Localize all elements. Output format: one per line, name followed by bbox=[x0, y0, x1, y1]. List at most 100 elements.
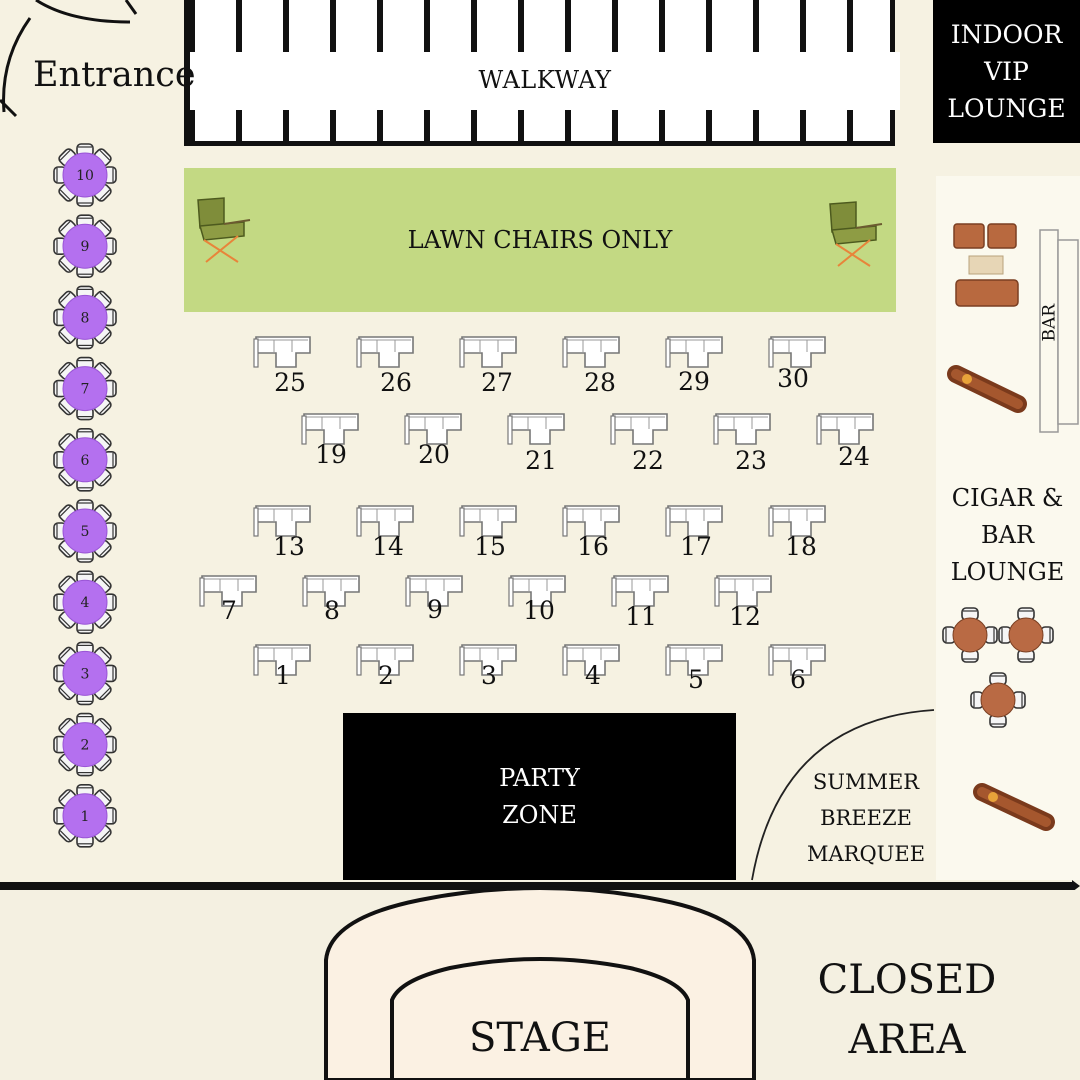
sofa-seat-21[interactable] bbox=[507, 413, 565, 445]
sofa-seat-5[interactable] bbox=[665, 644, 723, 676]
sofa-seat-number: 20 bbox=[418, 440, 450, 469]
sofa-seat-3[interactable] bbox=[459, 644, 517, 676]
sofa-seat-number: 5 bbox=[688, 665, 704, 694]
sofa-seat-number: 21 bbox=[525, 446, 557, 475]
round-table-number: 6 bbox=[81, 453, 90, 469]
sofa-icon bbox=[253, 505, 311, 537]
sofa-seat-28[interactable] bbox=[562, 336, 620, 368]
cigar-table-1[interactable] bbox=[942, 607, 998, 663]
sofa-icon bbox=[301, 413, 359, 445]
sofa-seat-16[interactable] bbox=[562, 505, 620, 537]
round-table-9[interactable]: 9 bbox=[53, 214, 117, 279]
sofa-seat-9[interactable] bbox=[405, 575, 463, 607]
marquee-line-2: BREEZE bbox=[820, 806, 912, 830]
sofa-seat-10[interactable] bbox=[508, 575, 566, 607]
sofa-icon bbox=[405, 575, 463, 607]
sofa-seat-30[interactable] bbox=[768, 336, 826, 368]
sofa-seat-number: 19 bbox=[315, 440, 347, 469]
marquee-arc bbox=[751, 709, 935, 881]
sofa-seat-number: 30 bbox=[777, 364, 809, 393]
party-zone[interactable]: PARTY ZONE bbox=[343, 713, 736, 880]
round-table-10[interactable]: 10 bbox=[53, 143, 117, 207]
sofa-seat-number: 2 bbox=[378, 661, 394, 690]
sofa-seat-24[interactable] bbox=[816, 413, 874, 445]
sofa-seat-number: 8 bbox=[324, 596, 340, 625]
indoor-vip-lounge[interactable]: INDOOR VIP LOUNGE bbox=[933, 0, 1080, 143]
sofa-seat-number: 11 bbox=[625, 602, 657, 631]
cigar-lounge-line-3: LOUNGE bbox=[950, 558, 1065, 586]
sofa-seat-7[interactable] bbox=[199, 575, 257, 607]
sofa-seat-8[interactable] bbox=[302, 575, 360, 607]
sofa-seat-25[interactable] bbox=[253, 336, 311, 368]
sofa-seat-20[interactable] bbox=[404, 413, 462, 445]
cigar-lounge-line-2: BAR bbox=[980, 521, 1035, 549]
round-table-6[interactable]: 6 bbox=[53, 427, 117, 492]
cigar-lounge-line-1: CIGAR & bbox=[951, 484, 1064, 512]
marquee-line-1: SUMMER bbox=[812, 770, 920, 794]
sofa-seat-number: 7 bbox=[221, 596, 237, 625]
sofa-seat-26[interactable] bbox=[356, 336, 414, 368]
closed-area-line-2: AREA bbox=[848, 1017, 966, 1063]
sofa-icon bbox=[665, 644, 723, 676]
sofa-icon bbox=[610, 413, 668, 445]
sofa-seat-12[interactable] bbox=[714, 575, 772, 607]
sofa-seat-27[interactable] bbox=[459, 336, 517, 368]
sofa-seats bbox=[199, 336, 874, 676]
lawn-chair-icon bbox=[197, 197, 251, 263]
sofa-seat-number: 23 bbox=[735, 446, 767, 475]
round-table-1[interactable]: 1 bbox=[53, 783, 117, 848]
sofa-seat-number: 27 bbox=[481, 368, 513, 397]
stage-label: STAGE bbox=[469, 1015, 611, 1061]
sofa-seat-14[interactable] bbox=[356, 505, 414, 537]
sofa-seat-number: 9 bbox=[427, 595, 443, 624]
sofa-seat-22[interactable] bbox=[610, 413, 668, 445]
sofa-seat-number: 15 bbox=[474, 532, 506, 561]
walkway-band bbox=[190, 52, 900, 110]
lounge-set-icon bbox=[953, 223, 1019, 307]
round-table-icon bbox=[62, 437, 108, 483]
sofa-icon bbox=[562, 644, 620, 676]
round-table-number: 8 bbox=[81, 310, 90, 326]
sofa-seat-2[interactable] bbox=[356, 644, 414, 676]
round-table-8[interactable]: 8 bbox=[53, 285, 117, 350]
cigar-table-2[interactable] bbox=[998, 607, 1054, 663]
sofa-icon bbox=[768, 644, 826, 676]
sofa-seat-13[interactable] bbox=[253, 505, 311, 537]
sofa-seat-19[interactable] bbox=[301, 413, 359, 445]
round-table-icon bbox=[62, 508, 108, 554]
sofa-seat-4[interactable] bbox=[562, 644, 620, 676]
cigar-table-3[interactable] bbox=[970, 672, 1026, 728]
closed-area-line-1: CLOSED bbox=[817, 957, 997, 1003]
sofa-seat-17[interactable] bbox=[665, 505, 723, 537]
cigar-icon bbox=[947, 365, 1027, 413]
cigar-lounge-tables bbox=[942, 607, 1054, 728]
sofa-icon bbox=[253, 644, 311, 676]
lawn-area[interactable] bbox=[184, 168, 896, 312]
round-table-5[interactable]: 5 bbox=[53, 499, 117, 563]
sofa-seat-29[interactable] bbox=[665, 336, 723, 368]
sofa-icon bbox=[356, 336, 414, 368]
round-table-number: 5 bbox=[81, 524, 90, 540]
entrance-label: Entrance bbox=[33, 55, 196, 95]
round-table-7[interactable]: 7 bbox=[53, 356, 117, 421]
marquee-line-3: MARQUEE bbox=[806, 842, 926, 866]
sofa-seat-number: 17 bbox=[680, 532, 712, 561]
round-table-4[interactable]: 4 bbox=[53, 570, 117, 635]
sofa-seat-23[interactable] bbox=[713, 413, 771, 445]
round-table-number: 9 bbox=[81, 239, 90, 255]
round-table-2[interactable]: 2 bbox=[53, 712, 117, 777]
sofa-icon bbox=[562, 336, 620, 368]
sofa-seat-number: 10 bbox=[523, 596, 555, 625]
round-table-icon bbox=[62, 223, 108, 269]
sofa-seat-6[interactable] bbox=[768, 644, 826, 676]
sofa-seat-15[interactable] bbox=[459, 505, 517, 537]
sofa-seat-1[interactable] bbox=[253, 644, 311, 676]
round-table-3[interactable]: 3 bbox=[53, 641, 117, 706]
sofa-seat-18[interactable] bbox=[768, 505, 826, 537]
sofa-icon bbox=[562, 505, 620, 537]
sofa-icon bbox=[665, 505, 723, 537]
sofa-seat-11[interactable] bbox=[611, 575, 669, 607]
